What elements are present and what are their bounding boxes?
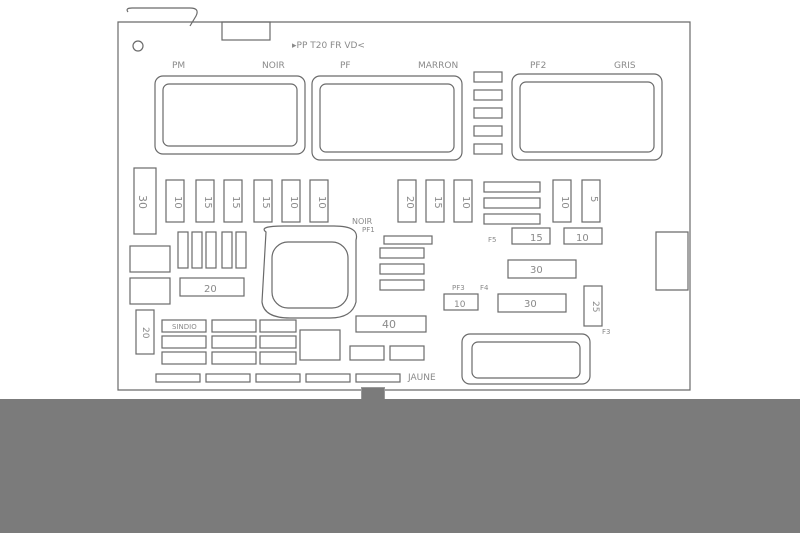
- fuse-15-mid: 15: [530, 233, 543, 244]
- fuse-top-4: 15: [260, 196, 271, 209]
- fuse-right-top-1: 10: [559, 196, 570, 209]
- fuse-top-9: 10: [460, 196, 471, 209]
- fuse-top-7: 20: [404, 196, 415, 209]
- fuse-left-30: 30: [136, 195, 149, 209]
- fuse-top-1: 10: [172, 196, 183, 209]
- fuse-20-vertical: 20: [140, 327, 150, 339]
- fuse-10-mid: 10: [576, 233, 589, 244]
- bottom-gray-bar: [0, 399, 800, 533]
- fuse-10-small: 10: [454, 300, 466, 310]
- connector-pf2: [511, 73, 663, 161]
- label-f5: F5: [488, 236, 496, 244]
- fuse-30-bottom: 30: [524, 299, 537, 310]
- fuse-25-side: 25: [590, 301, 600, 312]
- label-pf2: PF2: [530, 61, 546, 71]
- label-pf1: PF1: [362, 226, 375, 234]
- label-gris: GRIS: [614, 61, 636, 71]
- fuse-top-3: 15: [230, 196, 241, 209]
- label-noir: NOIR: [262, 61, 285, 71]
- label-noir-lower: NOIR: [352, 217, 373, 226]
- connector-pm: [154, 75, 306, 155]
- label-f4: F4: [480, 284, 489, 292]
- label-jaune: JAUNE: [407, 373, 436, 383]
- fuse-30-horizontal: 30: [530, 265, 543, 276]
- fuse-top-2: 15: [202, 196, 213, 209]
- fuse-top-6: 10: [316, 196, 327, 209]
- label-pm: PM: [172, 61, 185, 71]
- fuse-40: 40: [382, 318, 396, 331]
- label-pf: PF: [340, 61, 351, 71]
- fuse-right-top-2: 5: [588, 196, 599, 202]
- label-pf3: PF3: [452, 284, 465, 292]
- relay-text: SINDIO: [172, 323, 197, 331]
- header-label: ▸PP T20 FR VD<: [292, 41, 365, 51]
- label-marron: MARRON: [418, 61, 458, 71]
- connector-pf: [311, 75, 463, 161]
- fuse-top-8: 15: [432, 196, 443, 209]
- fuse-20-left: 20: [204, 284, 217, 295]
- fuse-top-5: 10: [288, 196, 299, 209]
- label-f3: F3: [602, 328, 610, 336]
